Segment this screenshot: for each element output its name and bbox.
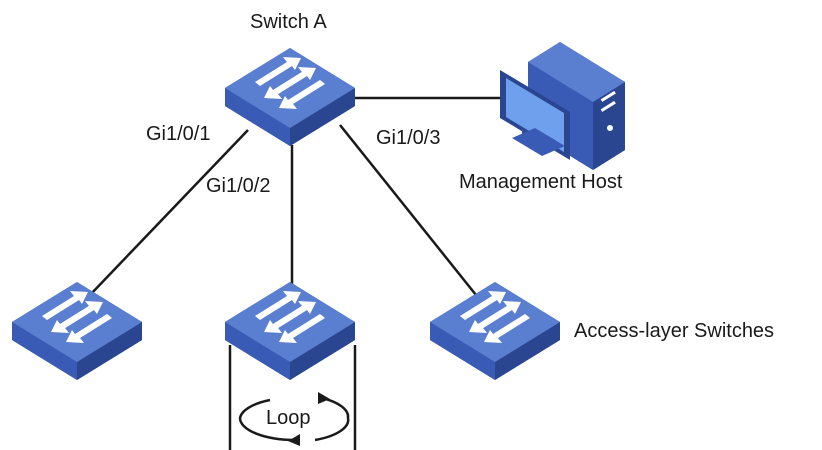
switch-a-icon xyxy=(225,48,355,146)
management-host-label: Management Host xyxy=(459,171,623,193)
management-host-icon xyxy=(500,42,625,170)
loop-indicator xyxy=(238,392,350,446)
switch-a-label: Switch A xyxy=(250,11,327,33)
port-gi1-0-2-label: Gi1/0/2 xyxy=(206,175,271,197)
access-switch-right-icon xyxy=(430,282,560,380)
access-switch-middle-icon xyxy=(225,282,355,380)
connection-lines xyxy=(89,96,500,450)
link-gi1-0-3 xyxy=(339,124,481,301)
access-layer-switches-label: Access-layer Switches xyxy=(574,320,775,342)
loop-label: Loop xyxy=(266,407,311,429)
access-switch-left-icon xyxy=(12,282,142,380)
loop-arrow-top-icon xyxy=(318,392,330,404)
port-gi1-0-1-label: Gi1/0/1 xyxy=(146,123,211,145)
port-gi1-0-3-label: Gi1/0/3 xyxy=(376,127,441,149)
link-gi1-0-1 xyxy=(89,129,249,296)
loop-arrow-bottom-icon xyxy=(288,434,300,446)
